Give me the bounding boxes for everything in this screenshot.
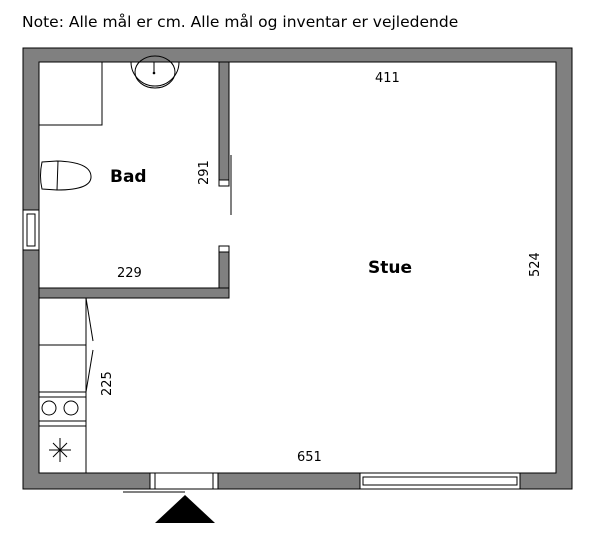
- left-window: [22, 209, 40, 251]
- bad-height-label: 291: [197, 160, 212, 185]
- overall-width-label: 651: [297, 450, 322, 465]
- stove-icon: [41, 400, 79, 416]
- outer-wall: [22, 47, 573, 490]
- bath-door-jamb: [218, 245, 230, 253]
- bad-width-label: 229: [117, 266, 142, 281]
- sink-icon: [130, 55, 180, 89]
- bottom-window: [359, 472, 521, 490]
- stue-height-label: 524: [528, 252, 543, 277]
- room-label-stue: Stue: [368, 258, 412, 278]
- toilet-icon: [40, 160, 92, 191]
- entrance-arrow-icon: [155, 495, 215, 523]
- kitchen-length-label: 225: [100, 371, 115, 396]
- bath-wall-bottom: [38, 287, 230, 299]
- stue-width-label: 411: [375, 71, 400, 86]
- entrance-door: [123, 472, 219, 493]
- shower: [38, 61, 103, 126]
- room-label-bad: Bad: [110, 167, 147, 187]
- bath-door-jamb: [218, 179, 230, 187]
- plan-note: Note: Alle mål er cm. Alle mål og invent…: [22, 13, 459, 31]
- kitchen-sink-star-icon: [49, 438, 71, 462]
- kitchen-counter: [38, 297, 94, 474]
- bath-wall-top: [218, 61, 230, 187]
